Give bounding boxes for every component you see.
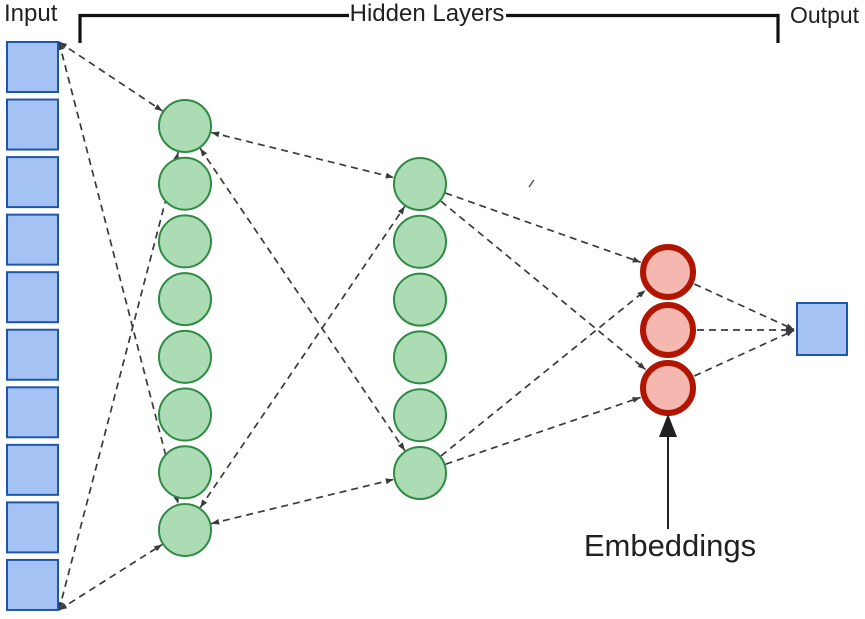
hidden-layers-bracket-left: [78, 13, 349, 43]
hidden-layers-label: Hidden Layers: [349, 0, 505, 27]
hidden-node: [393, 330, 447, 385]
hidden-node: [158, 329, 212, 384]
hidden-node: [158, 214, 212, 269]
input-node: [6, 156, 59, 209]
input-node: [6, 213, 59, 266]
connection-line: [211, 478, 394, 525]
connection-line: [694, 329, 795, 377]
embeddings-arrow-head: [659, 414, 677, 437]
hidden-node: [158, 99, 212, 153]
connection-line: [440, 289, 647, 457]
embedding-node: [640, 360, 696, 416]
stray-mark: [528, 179, 535, 188]
hidden-node: [393, 157, 447, 211]
connection-line: [199, 147, 406, 452]
hidden-node: [158, 502, 212, 557]
connection-line: [694, 283, 795, 331]
connection-line: [445, 192, 641, 264]
input-node: [6, 41, 59, 93]
hidden-node: [158, 272, 212, 327]
hidden-node: [393, 272, 447, 327]
hidden-node: [158, 156, 212, 211]
hidden-layers-bracket-right: [506, 13, 780, 43]
input-node: [6, 328, 59, 381]
hidden-node: [393, 388, 447, 443]
embedding-node: [640, 302, 696, 358]
input-node: [6, 386, 59, 439]
connection-line: [211, 131, 394, 179]
output-label: Output: [790, 2, 860, 28]
embedding-node: [640, 244, 696, 300]
connection-line: [199, 205, 406, 509]
input-label: Input: [4, 0, 58, 27]
connection-line: [58, 151, 180, 611]
connection-line: [58, 41, 180, 505]
input-node: [6, 558, 59, 611]
hidden-node: [158, 387, 212, 442]
input-node: [6, 271, 59, 324]
hidden-node: [158, 445, 212, 500]
hidden-node: [393, 446, 447, 500]
connection-line: [445, 396, 641, 466]
input-node: [6, 501, 59, 554]
hidden-node: [393, 214, 447, 269]
connection-line: [440, 200, 647, 371]
connection-line: [58, 543, 163, 611]
embeddings-label: Embeddings: [583, 528, 757, 563]
output-node: [796, 302, 848, 356]
input-node: [6, 443, 59, 496]
input-node: [6, 98, 59, 151]
